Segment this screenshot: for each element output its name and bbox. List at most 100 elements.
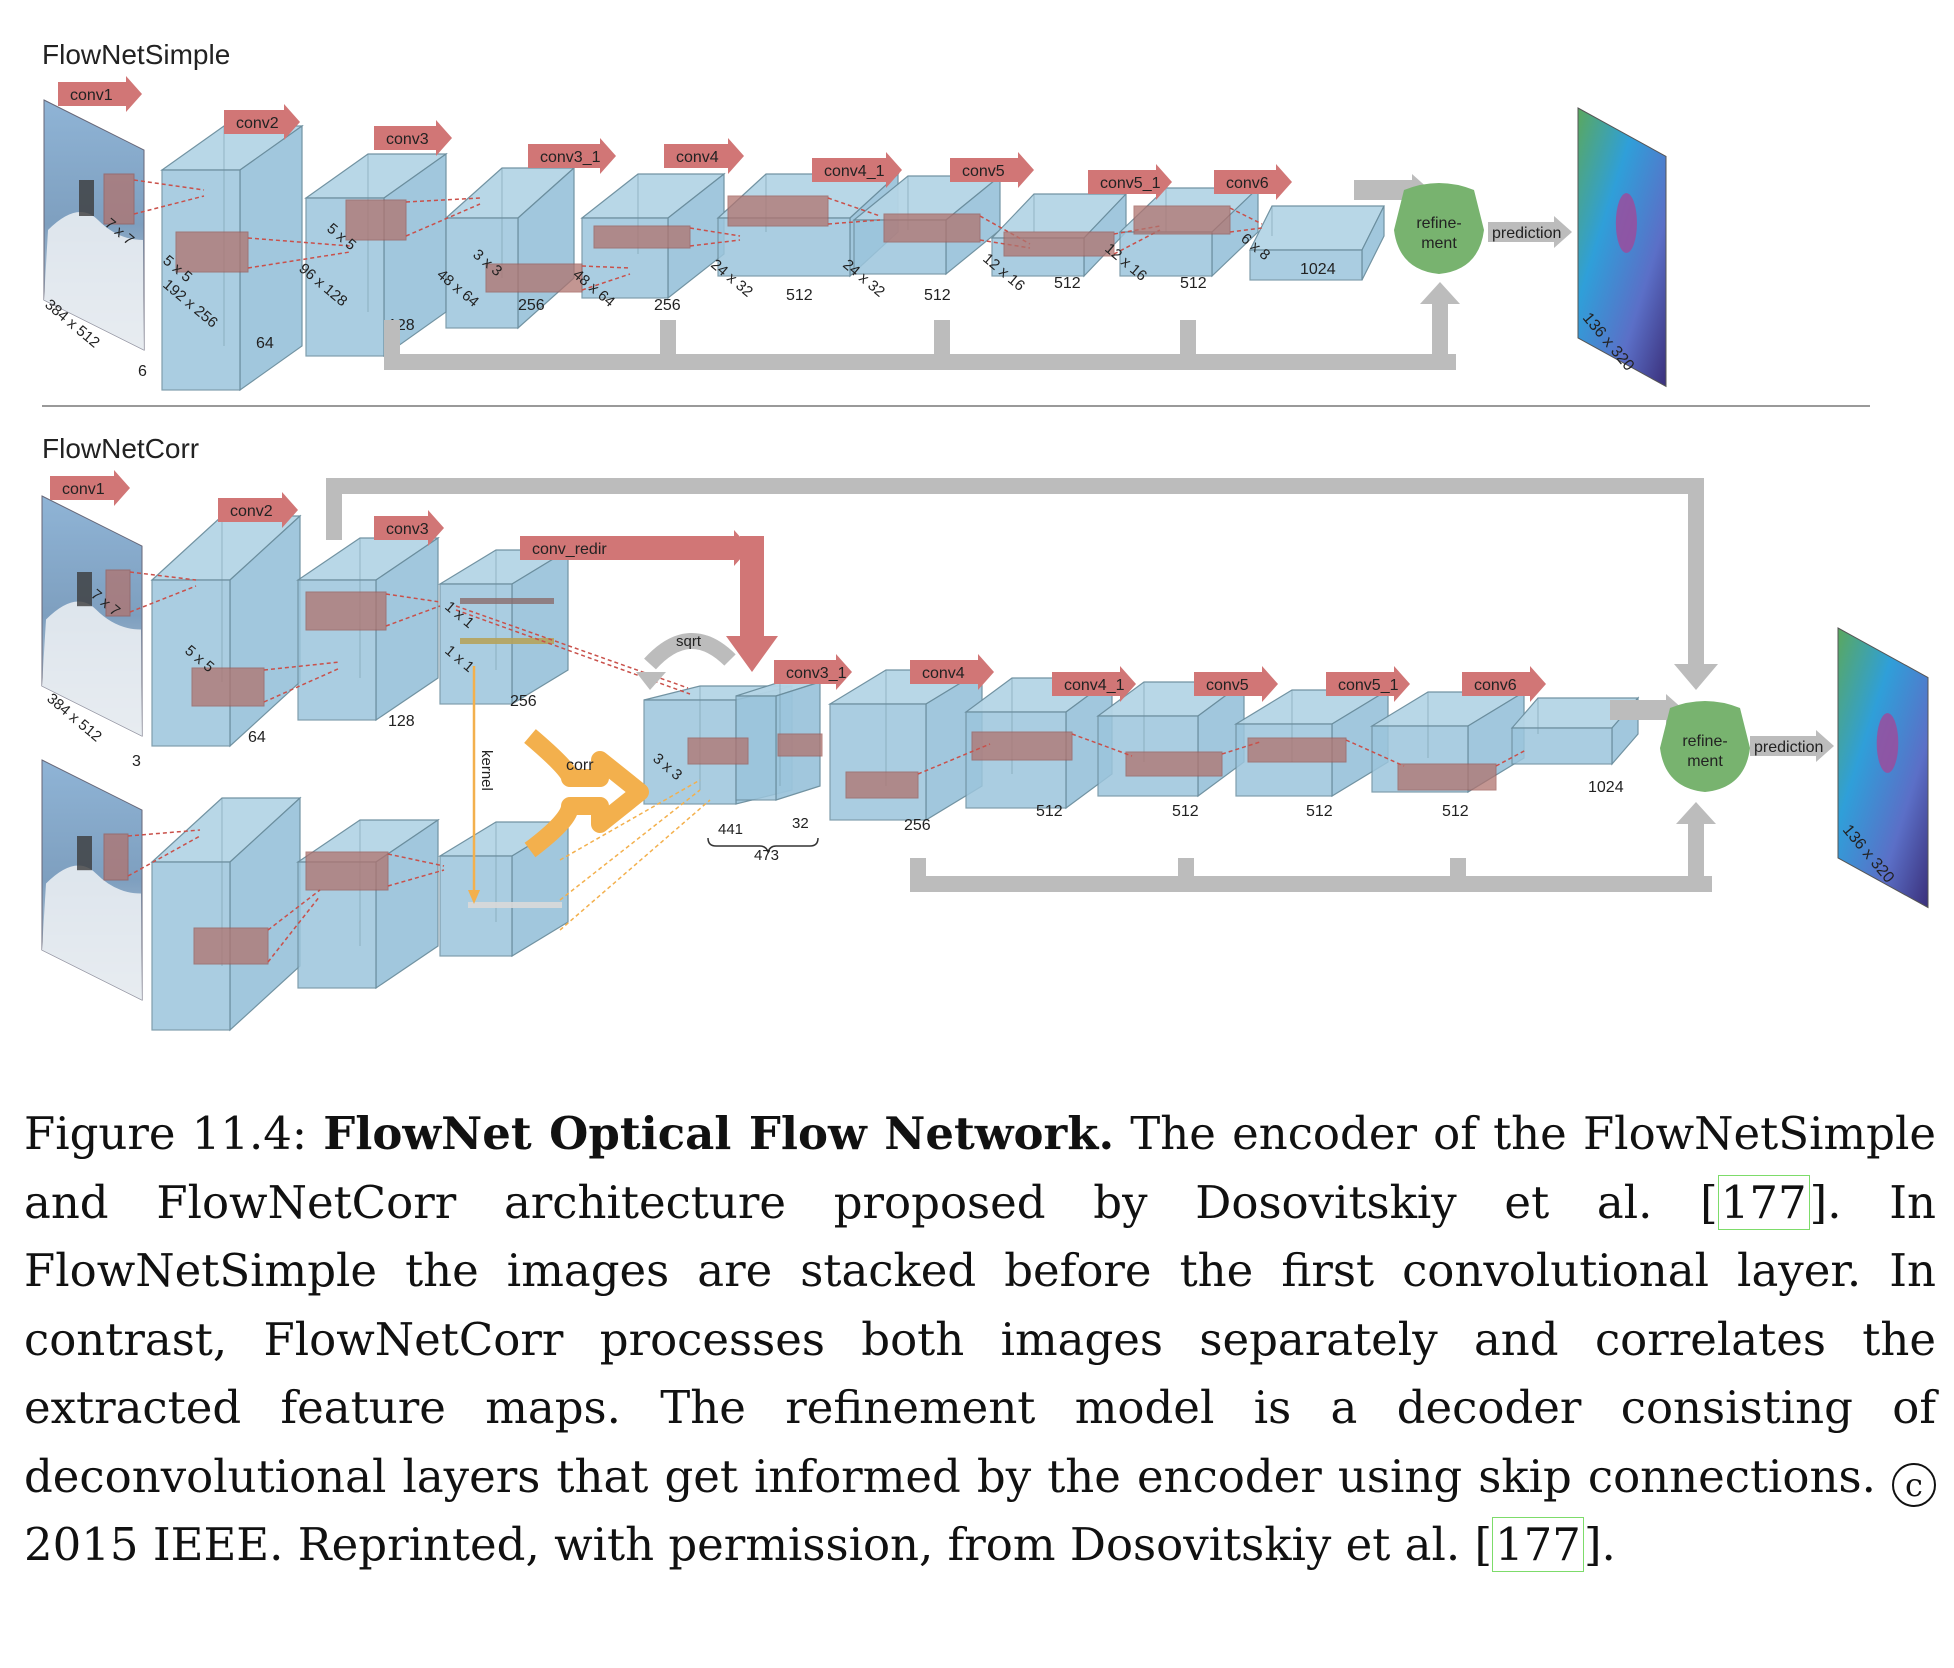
red-arrow-shape bbox=[1214, 164, 1292, 200]
kernel-patch-conv5 bbox=[883, 213, 981, 243]
channel-count-label: 512 bbox=[786, 287, 813, 304]
corr-size-473: 473 bbox=[754, 847, 779, 864]
kernel-patch-s2-conv1 bbox=[103, 833, 129, 881]
skip-riser bbox=[1450, 858, 1466, 878]
corr-patch-bar bbox=[460, 638, 554, 644]
projection-line bbox=[1071, 733, 1133, 757]
corr-arrow bbox=[524, 729, 649, 858]
channel-count-label: 512 bbox=[1306, 803, 1333, 820]
red-arrow-shape bbox=[812, 152, 902, 188]
layer-arrow-conv3_1: conv3_1 bbox=[774, 654, 852, 690]
refinement-shape bbox=[1394, 183, 1484, 274]
layer-arrow-conv3-label: conv3 bbox=[386, 521, 429, 538]
kernel-label: kernel bbox=[478, 750, 495, 791]
image-mountains bbox=[42, 601, 142, 736]
box-front-face bbox=[717, 217, 851, 277]
red-arrow-shape bbox=[1326, 666, 1410, 702]
projection-line bbox=[133, 179, 205, 191]
flow-object bbox=[1615, 193, 1637, 253]
projection-line bbox=[689, 227, 741, 237]
layer-arrow-conv2: conv2 bbox=[218, 492, 298, 528]
skip-riser bbox=[910, 858, 926, 878]
box-front-face bbox=[161, 169, 241, 391]
kernel-patch-s1-conv3 bbox=[305, 591, 387, 631]
refinement-label: refine- bbox=[1416, 215, 1461, 232]
kernel-patch-conv3-1 bbox=[485, 263, 583, 293]
skip-up-arrowhead bbox=[1676, 802, 1716, 824]
input-image-2 bbox=[41, 759, 143, 1001]
channel-count-label: 512 bbox=[1442, 803, 1469, 820]
layer-arrow-conv3_1-label: conv3_1 bbox=[786, 665, 847, 682]
caption-title: FlowNet Optical Flow Network. bbox=[323, 1107, 1115, 1160]
projection-line bbox=[263, 661, 341, 671]
layer-arrow-conv4_1-label: conv4_1 bbox=[1064, 677, 1125, 694]
caption-label: Figure 11.4: bbox=[24, 1107, 308, 1160]
feature-block-9 bbox=[1249, 205, 1385, 281]
copyright-icon: c bbox=[1892, 1462, 1936, 1507]
projection-line bbox=[827, 197, 881, 217]
channel-count-label: 512 bbox=[1172, 803, 1199, 820]
channel-count-label: 6 bbox=[138, 363, 147, 380]
channel-count-label: 512 bbox=[1054, 275, 1081, 292]
corr-fork bbox=[524, 729, 649, 858]
projection-line bbox=[979, 215, 1031, 245]
red-arrow-shape bbox=[1462, 666, 1546, 702]
feedback-connection bbox=[326, 478, 1718, 690]
red-arrow-shape bbox=[950, 152, 1034, 188]
layer-arrow-conv3: conv3 bbox=[374, 510, 444, 546]
conv-redir-arrow bbox=[726, 536, 778, 672]
corr-size-32: 32 bbox=[792, 815, 809, 832]
image-chair bbox=[79, 180, 94, 216]
caption-text-3: 2015 IEEE. Reprinted, with permission, f… bbox=[24, 1518, 1475, 1571]
skip-riser bbox=[384, 320, 400, 356]
feedback-arrowhead bbox=[1674, 664, 1718, 690]
projection-line bbox=[387, 869, 445, 887]
sqrt-arc bbox=[644, 633, 736, 670]
kernel-patch-s1-conv1 bbox=[105, 569, 131, 617]
skip-connections-top bbox=[384, 282, 1460, 370]
stream2-block-conv1 bbox=[150, 796, 302, 1032]
box-front-face bbox=[1249, 249, 1363, 281]
box-top-face bbox=[1249, 205, 1385, 251]
layer-arrow-conv3_1-label: conv3_1 bbox=[540, 149, 601, 166]
red-arrow-shape bbox=[1194, 666, 1278, 702]
layer-arrow-conv2-label: conv2 bbox=[230, 503, 273, 520]
channel-count-label: 256 bbox=[904, 817, 931, 834]
skip-up-stem bbox=[1688, 820, 1704, 878]
red-arrow-shape bbox=[774, 654, 852, 690]
image-chair bbox=[77, 572, 92, 607]
bottom-title: FlowNetCorr bbox=[42, 433, 199, 464]
kernel-patch-s2-conv3 bbox=[305, 851, 389, 891]
citation-link[interactable]: 177 bbox=[1717, 1174, 1810, 1230]
kernel-patch-conv1 bbox=[103, 173, 135, 225]
corr-downstream-block-6 bbox=[1510, 696, 1640, 766]
layer-arrow-conv5_1-label: conv5_1 bbox=[1338, 677, 1399, 694]
layer-arrow-conv6: conv6 bbox=[1214, 164, 1292, 200]
conv-redir-stem bbox=[740, 536, 764, 636]
projection-line bbox=[1229, 227, 1263, 233]
projection-line bbox=[385, 593, 441, 603]
layer-arrow-conv5-label: conv5 bbox=[962, 163, 1005, 180]
box-front-face bbox=[151, 579, 231, 747]
caption-text-1: The encoder of the FlowNetSimple and Flo… bbox=[24, 1107, 1936, 1229]
citation-link[interactable]: 177 bbox=[1492, 1517, 1584, 1572]
projection-line bbox=[689, 239, 741, 247]
gray-arrow-shape bbox=[1488, 216, 1572, 248]
layer-arrow-conv6-label: conv6 bbox=[1226, 175, 1269, 192]
box-front-face bbox=[1511, 727, 1613, 765]
channel-count-label: 512 bbox=[1036, 803, 1063, 820]
red-arrow-shape bbox=[528, 138, 616, 174]
projection-line bbox=[267, 895, 321, 963]
conv-redir-bar bbox=[460, 598, 554, 604]
refinement-label: ment bbox=[1687, 753, 1723, 770]
gray-arrow-shape bbox=[1610, 694, 1684, 726]
layer-arrow-conv3_1: conv3_1 bbox=[528, 138, 616, 174]
caption-text-4: . bbox=[1601, 1518, 1616, 1571]
red-arrow-shape bbox=[910, 654, 994, 690]
projection-line bbox=[129, 585, 197, 613]
refinement-shape bbox=[1660, 701, 1750, 792]
layer-arrow-conv2-label: conv2 bbox=[236, 115, 279, 132]
red-arrow-shape bbox=[1088, 164, 1172, 200]
kernel-patch-conv6 bbox=[1133, 205, 1231, 235]
